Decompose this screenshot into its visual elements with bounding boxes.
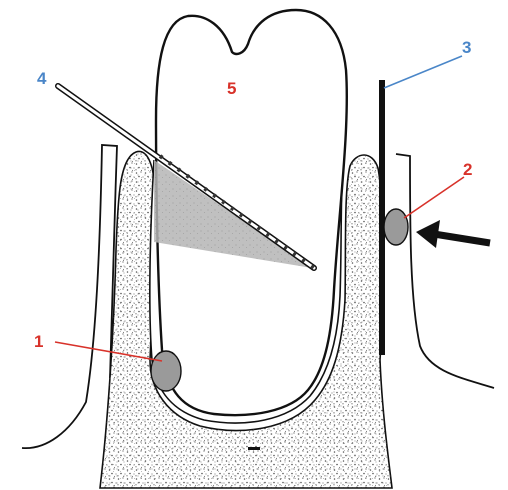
label-2: 2 (463, 160, 472, 179)
label-3: 3 (462, 38, 471, 57)
left-gingiva-outline (22, 145, 117, 448)
leader-line-2 (404, 177, 464, 218)
label-1: 1 (34, 332, 43, 351)
marker-1-deposit (151, 351, 181, 391)
bone-mark (248, 447, 260, 450)
label-4: 4 (37, 69, 47, 88)
pressure-arrow (416, 220, 490, 248)
label-5: 5 (227, 79, 236, 98)
marker-2-deposit (384, 209, 408, 245)
vertical-plate (379, 80, 385, 355)
leader-line-3 (384, 56, 462, 88)
